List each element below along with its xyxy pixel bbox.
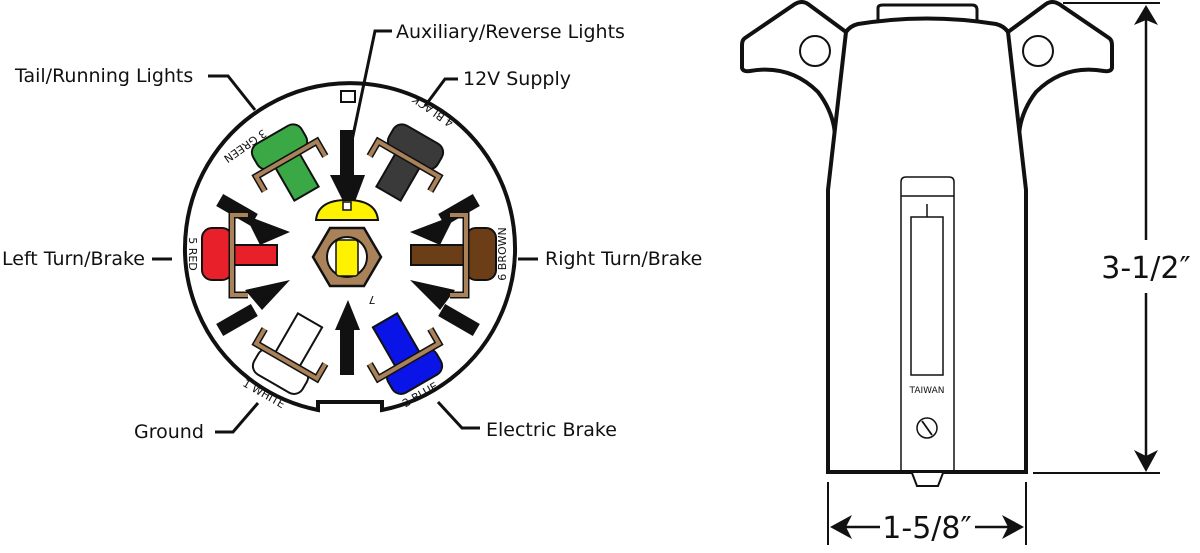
leader-12v — [423, 77, 458, 107]
top-key-notch — [340, 90, 356, 103]
pin-label-7: 7 — [369, 293, 376, 306]
callout-ground: Ground — [134, 421, 204, 443]
connector-side-view: TAIWAN 3-1/2″ 1-5/8″ — [740, 0, 1191, 546]
leader-tail-running — [208, 74, 257, 111]
callout-12v-supply: 12V Supply — [463, 68, 571, 90]
height-dimension: 3-1/2″ — [1101, 251, 1190, 286]
right-mount-hole — [1022, 35, 1054, 67]
pin-4-black — [366, 123, 445, 202]
callout-tail-running: Tail/Running Lights — [14, 65, 193, 87]
connector-face: 3 GREEN 4 BLACK 5 RED 6 BROWN 1 WHITE 2 … — [2, 21, 702, 443]
width-dimension: 1-5/8″ — [882, 511, 971, 546]
arrow-right-icon — [1002, 515, 1024, 539]
callout-aux-reverse: Auxiliary/Reverse Lights — [396, 21, 625, 43]
origin-marking: TAIWAN — [909, 386, 945, 396]
arrow-left-icon — [830, 515, 852, 539]
pin-label-6: 6 BROWN — [496, 227, 509, 280]
left-ear — [740, 0, 848, 151]
bottom-latch — [911, 472, 944, 487]
plate-window — [910, 216, 944, 376]
arrow-down-icon — [1134, 450, 1158, 472]
pin-7-center — [311, 198, 383, 288]
pin-1-white — [251, 311, 329, 395]
leader-aux-reverse — [348, 29, 392, 151]
callout-electric-brake: Electric Brake — [486, 419, 617, 441]
pin-6-brown — [410, 211, 497, 299]
callout-right-turn: Right Turn/Brake — [545, 248, 702, 270]
divider-bars — [216, 130, 480, 375]
label-plate — [900, 176, 955, 472]
pin-5-red — [201, 211, 278, 299]
pin-2-blue — [366, 311, 444, 395]
right-ear — [1006, 0, 1114, 151]
pin-label-5: 5 RED — [186, 237, 199, 271]
leader-electric-brake — [436, 400, 480, 430]
callout-left-turn: Left Turn/Brake — [2, 248, 145, 270]
arrow-up-icon — [1134, 5, 1158, 25]
pin-3-green — [250, 123, 329, 202]
leader-ground — [215, 402, 260, 434]
screw-icon — [916, 417, 938, 439]
left-mount-hole — [799, 35, 831, 67]
